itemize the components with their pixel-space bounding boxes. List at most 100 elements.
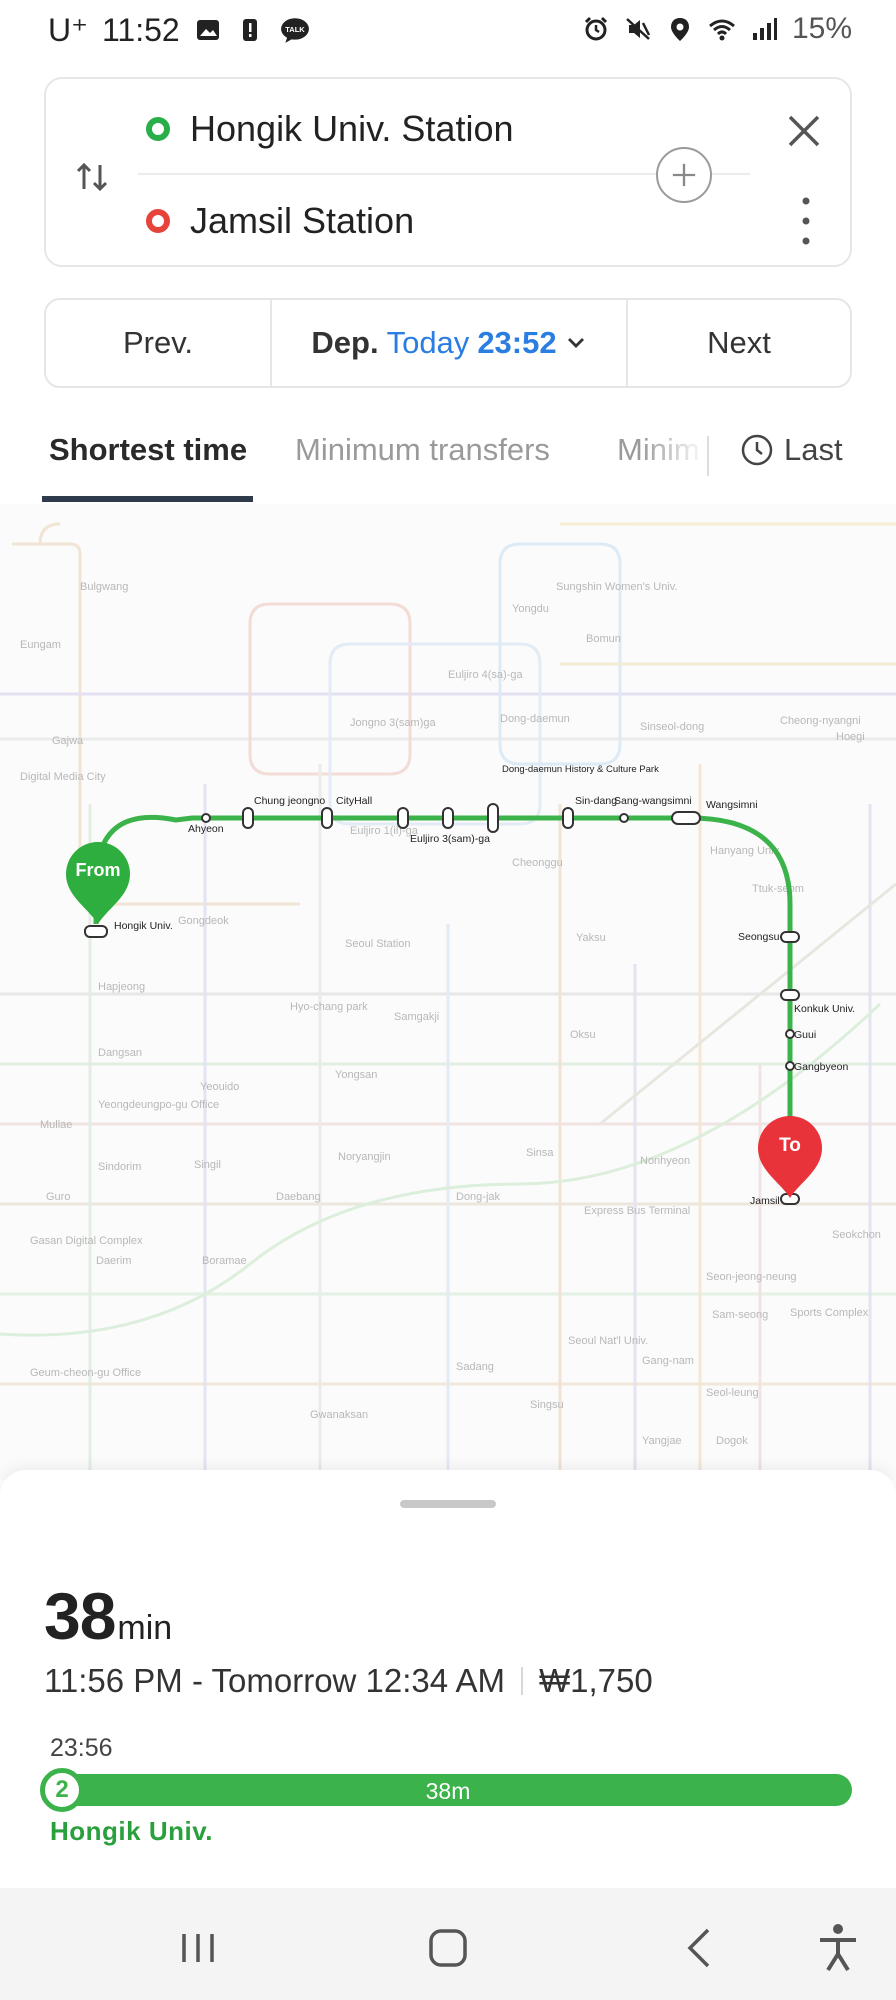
prev-button[interactable]: Prev. bbox=[46, 300, 272, 386]
close-icon[interactable] bbox=[782, 109, 826, 153]
alarm-icon bbox=[584, 16, 608, 41]
route-label-jamsil: Jamsil bbox=[750, 1195, 780, 1207]
to-marker[interactable]: To bbox=[758, 1116, 822, 1198]
map-label-mullae: Mullae bbox=[40, 1119, 72, 1131]
stop-wangsimni[interactable] bbox=[671, 811, 701, 825]
route-label-gangbyeon: Gangbyeon bbox=[794, 1061, 848, 1073]
stop-konkuk[interactable] bbox=[780, 989, 800, 1001]
map-label-express-bus: Express Bus Terminal bbox=[584, 1205, 690, 1217]
map-label-eungam: Eungam bbox=[20, 639, 61, 651]
map-label-sungshin: Sungshin Women's Univ. bbox=[556, 581, 678, 593]
map-label-dangsan: Dangsan bbox=[98, 1047, 142, 1059]
card-divider bbox=[138, 173, 750, 175]
battery-percent: 15% bbox=[791, 12, 852, 45]
alert-icon bbox=[242, 19, 257, 41]
status-right: 15% bbox=[582, 12, 852, 46]
departure-time-bar: Prev. Dep. Today 23:52 Next bbox=[44, 298, 852, 388]
map-label-hyochang: Hyo-chang park bbox=[290, 1001, 368, 1013]
stop-cityhall[interactable] bbox=[321, 807, 333, 829]
fare: ₩1,750 bbox=[539, 1662, 653, 1699]
next-label: Next bbox=[707, 325, 771, 360]
map-label-sports-complex: Sports Complex bbox=[790, 1307, 869, 1319]
stop-sangwangsimni[interactable] bbox=[619, 813, 629, 823]
more-options-icon[interactable] bbox=[796, 191, 816, 251]
map-label-jongno3: Jongno 3(sam)ga bbox=[350, 717, 436, 729]
chevron-down-icon bbox=[567, 338, 584, 348]
stop-chungjeongno[interactable] bbox=[242, 807, 254, 829]
route-label-hongik: Hongik Univ. bbox=[114, 920, 173, 932]
last-train-button[interactable]: Last bbox=[740, 432, 843, 468]
route-label-ahyeon: Ahyeon bbox=[188, 823, 224, 835]
map-label-hapjeong: Hapjeong bbox=[98, 981, 145, 993]
map-label-daerim: Daerim bbox=[96, 1255, 131, 1267]
recent-apps-icon[interactable] bbox=[168, 1918, 228, 1978]
back-icon[interactable] bbox=[670, 1918, 730, 1978]
accessibility-icon[interactable] bbox=[808, 1918, 868, 1978]
from-marker-label: From bbox=[76, 860, 121, 880]
wifi-icon bbox=[708, 19, 735, 41]
map-label-euljiro4: Euljiro 4(sa)-ga bbox=[448, 669, 523, 681]
sheet-drag-handle[interactable] bbox=[400, 1500, 496, 1508]
next-button[interactable]: Next bbox=[628, 300, 850, 386]
origin-field[interactable]: Hongik Univ. Station bbox=[146, 99, 514, 159]
stop-sindang[interactable] bbox=[562, 807, 574, 829]
stop-hongik[interactable] bbox=[84, 925, 108, 938]
map-label-boramae: Boramae bbox=[202, 1255, 247, 1267]
home-icon[interactable] bbox=[418, 1918, 478, 1978]
clock-icon bbox=[741, 434, 773, 466]
image-icon bbox=[196, 20, 219, 40]
map-label-oksu: Oksu bbox=[570, 1029, 596, 1041]
route-label-sindang: Sin-dang bbox=[575, 795, 617, 807]
stop-euljiro1[interactable] bbox=[397, 807, 409, 829]
add-waypoint-button[interactable] bbox=[656, 147, 712, 203]
stop-gangbyeon[interactable] bbox=[785, 1061, 795, 1071]
last-label: Last bbox=[784, 432, 843, 467]
map-label-yeouido: Yeouido bbox=[200, 1081, 239, 1093]
route-label-cityhall: CityHall bbox=[336, 795, 372, 807]
map-label-ttukseom: Ttuk-seom bbox=[752, 883, 804, 895]
status-left: U⁺ 11:52 TALK bbox=[48, 11, 312, 49]
route-label-guui: Guui bbox=[794, 1029, 816, 1041]
active-tab-indicator bbox=[42, 496, 253, 502]
duration-unit: min bbox=[117, 1609, 173, 1647]
map-label-nonhyeon: Nonhyeon bbox=[640, 1155, 690, 1167]
route-label-wangsimni: Wangsimni bbox=[706, 799, 758, 811]
map-label-bomun: Bomun bbox=[586, 633, 621, 645]
subway-map-canvas[interactable]: Bulgwang Eungam Gajwa Digital Media City… bbox=[0, 504, 896, 1480]
duration: 38 min bbox=[44, 1578, 172, 1654]
location-icon bbox=[670, 18, 689, 41]
route-label-konkuk: Konkuk Univ. bbox=[794, 1003, 855, 1015]
map-label-gongdeok: Gongdeok bbox=[178, 915, 229, 927]
departure-time-selector[interactable]: Dep. Today 23:52 bbox=[272, 300, 628, 386]
dep-day: Today bbox=[386, 325, 470, 360]
stop-euljiro3[interactable] bbox=[442, 807, 454, 829]
dep-label: Dep. bbox=[311, 325, 379, 360]
route-leg-bar[interactable]: 38m bbox=[44, 1774, 852, 1806]
map-label-seoul-station: Seoul Station bbox=[345, 938, 410, 950]
stop-ddp[interactable] bbox=[487, 803, 499, 833]
map-label-cheongnyangni: Cheong-nyangni bbox=[780, 715, 861, 727]
stop-seongsu[interactable] bbox=[780, 931, 800, 943]
destination-field[interactable]: Jamsil Station bbox=[146, 191, 414, 251]
tab-shortest-time[interactable]: Shortest time bbox=[49, 432, 248, 467]
map-label-gangnam: Gang-nam bbox=[642, 1355, 694, 1367]
route-card: Hongik Univ. Station Jamsil Station bbox=[44, 77, 852, 267]
route-label-seongsu: Seongsu bbox=[738, 931, 780, 943]
map-label-yaksu: Yaksu bbox=[576, 932, 606, 944]
subway-map[interactable]: Bulgwang Eungam Gajwa Digital Media City… bbox=[0, 504, 896, 1480]
start-station-label: Hongik Univ. bbox=[50, 1816, 213, 1846]
from-marker[interactable]: From bbox=[66, 842, 130, 924]
time-range-row: 11:56 PM - Tomorrow 12:34 AM ₩1,750 bbox=[44, 1662, 653, 1700]
origin-dot-icon bbox=[146, 117, 170, 141]
stop-ahyeon[interactable] bbox=[201, 813, 211, 823]
swap-direction-icon[interactable] bbox=[72, 157, 112, 197]
map-label-sinsa: Sinsa bbox=[526, 1147, 554, 1159]
map-label-dongdaemun: Dong-daemun bbox=[500, 713, 570, 725]
route-summary-sheet[interactable]: 38 min 11:56 PM - Tomorrow 12:34 AM ₩1,7… bbox=[0, 1470, 896, 1890]
map-label-samgakji: Samgakji bbox=[394, 1011, 439, 1023]
map-label-singsu: Singsu bbox=[530, 1399, 564, 1411]
tab-minimum-transfers[interactable]: Minimum transfers bbox=[295, 432, 550, 467]
stop-guui[interactable] bbox=[785, 1029, 795, 1039]
line-2-badge: 2 bbox=[40, 1768, 84, 1812]
route-line bbox=[93, 814, 793, 1204]
